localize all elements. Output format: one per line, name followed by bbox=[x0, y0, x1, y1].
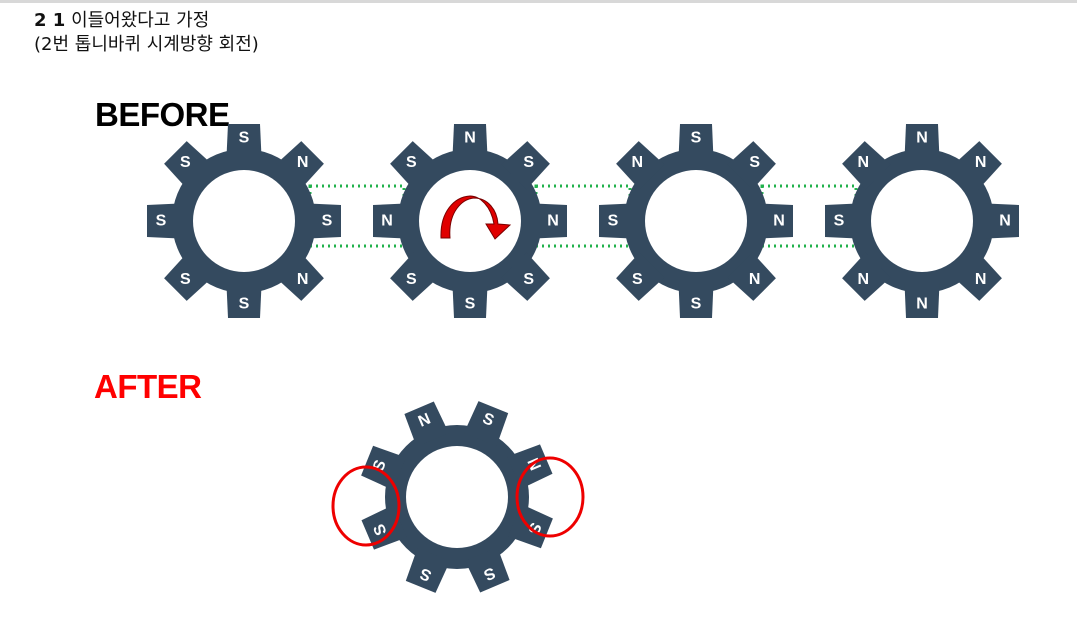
top-border bbox=[0, 0, 1077, 3]
after-gear-tooth bbox=[405, 547, 450, 593]
gear-1-tooth bbox=[275, 141, 324, 190]
gear-3-tooth bbox=[678, 124, 714, 159]
before-gears: S N S N S S S S N S N S S S N S S S N N S S S N N N N N N N S N bbox=[147, 124, 1019, 318]
gear-4-tooth-label: N bbox=[975, 271, 987, 288]
after-gear-tooth bbox=[465, 547, 510, 593]
gear-3: S S N N S S S N bbox=[599, 124, 793, 318]
gear-4-tooth bbox=[825, 203, 860, 239]
gear-1-tooth bbox=[164, 252, 213, 301]
gear-1-tooth-label: S bbox=[180, 154, 191, 171]
gear-3-tooth-label: N bbox=[749, 271, 761, 288]
rotation-arrow-icon bbox=[440, 195, 512, 240]
gear-3-tooth bbox=[727, 141, 776, 190]
header: 2 1 이들어왔다고 가정 (2번 톱니바퀴 시계방향 회전) bbox=[34, 9, 259, 57]
gear-1-tooth-label: N bbox=[297, 271, 309, 288]
gear-3-tooth bbox=[616, 252, 665, 301]
gear-2-tooth-label: S bbox=[465, 296, 476, 313]
gear-2-tooth-label: S bbox=[523, 154, 534, 171]
gear-3-hole bbox=[645, 170, 747, 272]
gear-3-tooth-label: N bbox=[773, 213, 785, 230]
gear-2-tooth bbox=[390, 252, 439, 301]
gear-4-tooth-label: N bbox=[975, 154, 987, 171]
gear-2-tooth-label: S bbox=[406, 154, 417, 171]
gear-3-tooth-label: S bbox=[608, 213, 619, 230]
gear-2-tooth-label: S bbox=[406, 271, 417, 288]
highlight-circle-left bbox=[331, 465, 401, 547]
gear-3-tooth bbox=[599, 203, 634, 239]
gear-2-tooth-label: N bbox=[547, 213, 559, 230]
gear-1-tooth-label: S bbox=[239, 130, 250, 147]
gear-4-tooth bbox=[842, 141, 891, 190]
after-gear-tooth bbox=[361, 445, 407, 490]
gear-3-tooth bbox=[678, 283, 714, 318]
gear-4-tooth-label: N bbox=[916, 130, 928, 147]
gear-2-tooth bbox=[452, 283, 488, 318]
gear-2-tooth-label: S bbox=[523, 271, 534, 288]
after-gear-tooth bbox=[464, 401, 509, 447]
gear-3-tooth bbox=[758, 203, 793, 239]
gear-4-tooth bbox=[984, 203, 1019, 239]
gear-2-tooth bbox=[532, 203, 567, 239]
header-number: 2 1 bbox=[34, 10, 66, 31]
gear-1-tooth-label: S bbox=[239, 296, 250, 313]
header-line2: (2번 톱니바퀴 시계방향 회전) bbox=[34, 34, 259, 55]
after-label: AFTER bbox=[94, 368, 202, 405]
gear-3-tooth-label: S bbox=[691, 130, 702, 147]
gear-4-tooth-label: N bbox=[999, 213, 1011, 230]
gear-1-tooth-label: S bbox=[180, 271, 191, 288]
gear-1-tooth bbox=[226, 283, 262, 318]
gear-4-tooth-label: N bbox=[858, 154, 870, 171]
gear-1-hole bbox=[193, 170, 295, 272]
after-gear-tooth bbox=[404, 401, 449, 447]
gear-4-tooth bbox=[842, 252, 891, 301]
gear-2-tooth-label: N bbox=[381, 213, 393, 230]
gear-3-tooth-label: S bbox=[632, 271, 643, 288]
after-gear-hole bbox=[406, 446, 508, 548]
after-gear-tooth bbox=[361, 505, 407, 550]
gear-1-tooth-label: S bbox=[322, 213, 333, 230]
gear-2-tooth bbox=[501, 252, 550, 301]
gear-3-tooth bbox=[616, 141, 665, 190]
gear-1-tooth bbox=[164, 141, 213, 190]
gear-3-tooth-label: S bbox=[749, 154, 760, 171]
gear-2-hole bbox=[419, 170, 521, 272]
gear-4-tooth bbox=[904, 124, 940, 159]
gear-4-hole bbox=[871, 170, 973, 272]
gear-1-tooth bbox=[147, 203, 182, 239]
gear-4: N N N N N N S N bbox=[825, 124, 1019, 318]
header-line1: 이들어왔다고 가정 bbox=[71, 10, 210, 31]
overlays bbox=[331, 195, 585, 547]
gear-1-tooth-label: N bbox=[297, 154, 309, 171]
gear-2-tooth bbox=[390, 141, 439, 190]
before-label: BEFORE bbox=[95, 96, 230, 133]
gear-2: N S N S S S N S bbox=[373, 124, 567, 318]
gear-2-tooth bbox=[373, 203, 408, 239]
gear-1-tooth bbox=[306, 203, 341, 239]
gear-3-tooth-label: S bbox=[691, 296, 702, 313]
gear-3-tooth-label: N bbox=[632, 154, 644, 171]
gear-4-tooth-label: N bbox=[916, 296, 928, 313]
gear-1-tooth bbox=[226, 124, 262, 159]
highlight-circle-right bbox=[515, 456, 585, 538]
gear-4-tooth bbox=[953, 252, 1002, 301]
gear-4-tooth bbox=[904, 283, 940, 318]
gear-1: S N S N S S S S bbox=[147, 124, 341, 318]
gear-4-tooth bbox=[953, 141, 1002, 190]
gear-2-tooth bbox=[501, 141, 550, 190]
gear-3-tooth bbox=[727, 252, 776, 301]
gear-2-tooth bbox=[452, 124, 488, 159]
gear-1-tooth-label: S bbox=[156, 213, 167, 230]
gear-4-tooth-label: N bbox=[858, 271, 870, 288]
gear-2-tooth-label: N bbox=[464, 130, 476, 147]
gear-1-tooth bbox=[275, 252, 324, 301]
gear-4-tooth-label: S bbox=[834, 213, 845, 230]
